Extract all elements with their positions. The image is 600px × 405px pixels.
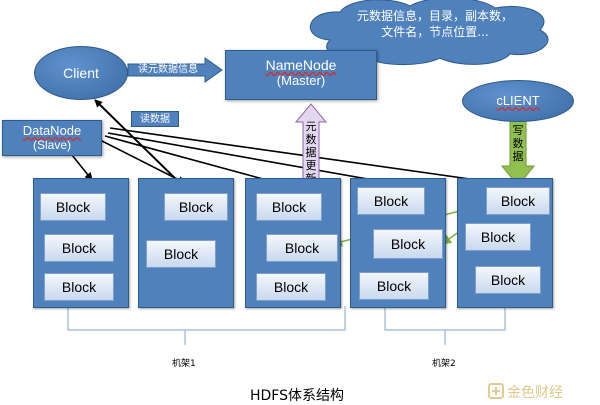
metadata-update-arrow — [294, 103, 328, 186]
block: Block — [44, 273, 114, 301]
namenode-box[interactable]: NameNode (Master) — [225, 50, 377, 100]
block: Block — [256, 193, 322, 221]
cloud-text-line2: 文件名，节点位置... — [381, 25, 489, 39]
read-data-label: 读数据 — [131, 111, 179, 127]
namenode-subtitle: (Master) — [276, 73, 326, 88]
write-client-label: cLIENT — [496, 93, 540, 108]
block: Block — [164, 193, 228, 221]
rack2-node2: Block Block Block — [457, 178, 553, 308]
block: Block — [465, 223, 531, 251]
block: Block — [40, 193, 106, 221]
client-label: Client — [63, 65, 99, 81]
datanode-to-rack4-line — [107, 132, 391, 186]
rack2-label: 机架2 — [432, 359, 456, 369]
write-data-arrow — [500, 117, 536, 187]
block: Block — [486, 187, 550, 215]
read-metadata-arrow — [127, 57, 223, 83]
rack1-node2: Block Block — [138, 178, 234, 308]
block: Block — [266, 234, 338, 262]
block: Block — [359, 272, 429, 300]
block: Block — [475, 266, 541, 294]
datanode-title: DataNode — [22, 123, 82, 138]
datanode-box[interactable]: DataNode (Slave) — [2, 120, 102, 156]
write-client-node[interactable]: cLIENT — [462, 80, 574, 122]
datanode-to-rack3-line — [104, 135, 286, 188]
rack1-label: 机架1 — [172, 359, 196, 369]
client-node[interactable]: Client — [34, 46, 128, 100]
rack2-node1: Block Block Block — [350, 178, 446, 308]
watermark-text: 金色财经 — [507, 385, 563, 401]
watermark-logo-icon — [488, 383, 504, 399]
read-metadata-label: 读元数据信息 — [138, 64, 198, 75]
rack2-bracket — [384, 306, 506, 331]
block: Block — [357, 187, 425, 215]
datanode-to-rack2-line — [99, 139, 186, 184]
write-data-label: 写数据 — [512, 124, 524, 163]
rack1-node1: Block Block Block — [33, 178, 129, 308]
block: Block — [256, 273, 326, 301]
diagram-caption: HDFS体系结构 — [250, 388, 345, 404]
read-data-line — [94, 99, 186, 189]
block: Block — [44, 234, 114, 262]
namenode-title: NameNode — [265, 57, 337, 73]
cloud-text-line1: 元数据信息，目录，副本数， — [356, 9, 513, 23]
rack1-node3: Block Block Block — [245, 178, 341, 308]
block: Block — [146, 240, 216, 268]
datanode-subtitle: (Slave) — [32, 138, 71, 152]
rack1-bracket — [67, 306, 346, 331]
block: Block — [373, 229, 443, 259]
cloud-text: 元数据信息，目录，副本数， 文件名，节点位置... — [330, 8, 540, 40]
metadata-update-label: 元数据更新 — [305, 120, 317, 185]
